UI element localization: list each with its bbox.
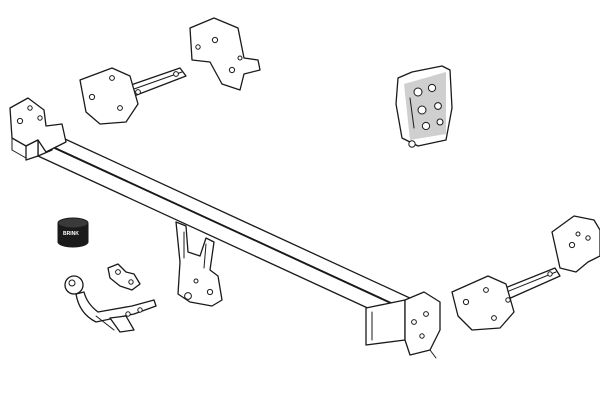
left-end-mount (9, 97, 67, 161)
center-hanger (175, 221, 223, 307)
fixing-kit-bag (395, 65, 453, 148)
cap-brand-text: BRINK (63, 231, 79, 237)
tow-ball-cap: BRINK (57, 217, 89, 248)
right-side-bracket (451, 215, 600, 331)
left-side-bracket (79, 17, 261, 125)
ball-neck (64, 275, 157, 333)
right-end-mount (404, 291, 441, 359)
socket-plate (107, 263, 141, 291)
